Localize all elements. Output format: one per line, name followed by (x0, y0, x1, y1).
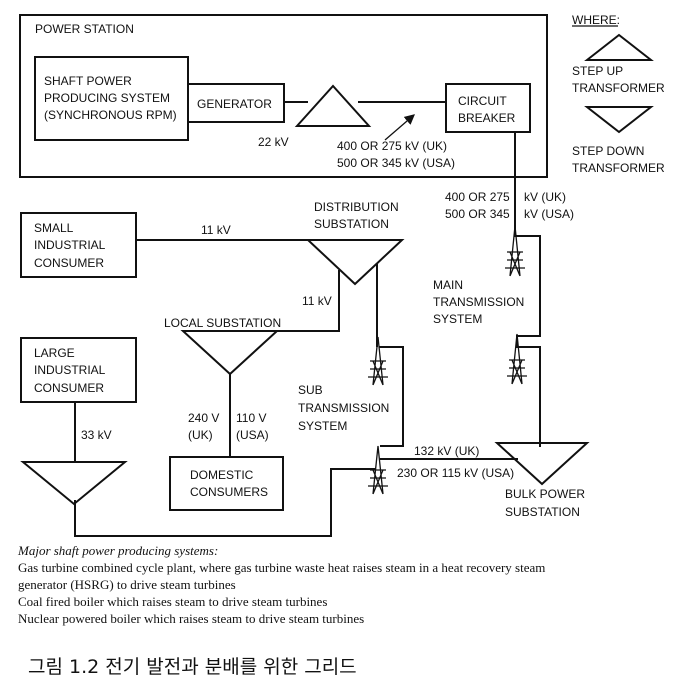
small-consumer-label-2: INDUSTRIAL (34, 238, 106, 252)
bulk-voltage-uk: 132 kV (UK) (414, 444, 479, 458)
notes-line-3: Coal fired boiler which raises steam to … (18, 594, 328, 609)
legend-step-down-label-1: STEP DOWN (572, 144, 644, 158)
subtransmission-to-large-consumer-wire (74, 468, 376, 537)
circuit-breaker-label-1: CIRCUIT (458, 94, 507, 108)
notes-line-4: Nuclear powered boiler which raises stea… (18, 611, 365, 626)
bulk-voltage-usa: 230 OR 115 kV (USA) (397, 466, 514, 480)
legend-step-down-icon (584, 106, 654, 134)
bulk-power-label-2: SUBSTATION (505, 505, 580, 519)
generator-label: GENERATOR (197, 97, 272, 111)
legend-step-down-label-2: TRANSFORMER (572, 161, 665, 175)
domestic-label-1: DOMESTIC (190, 468, 254, 482)
bulk-power-label-1: BULK POWER (505, 487, 585, 501)
large-consumer-label-3: CONSUMER (34, 381, 104, 395)
notes-line-2: generator (HSRG) to drive steam turbines (18, 577, 236, 592)
circuit-breaker-label-2: BREAKER (458, 111, 516, 125)
large-industrial-consumer-box (20, 337, 137, 403)
shaft-power-label-2: PRODUCING SYSTEM (44, 91, 170, 105)
generator-voltage-label: 22 kV (258, 135, 289, 149)
domestic-voltage-uk-region: (UK) (188, 428, 213, 442)
station-voltage-arrow (384, 114, 415, 141)
station-voltage-uk: 400 OR 275 kV (UK) (337, 139, 447, 153)
large-consumer-voltage: 33 kV (81, 428, 112, 442)
station-step-up-transformer (294, 84, 372, 127)
domestic-label-2: CONSUMERS (190, 485, 268, 499)
domestic-voltage-uk-value: 240 V (188, 411, 219, 425)
domestic-consumers-box (169, 456, 284, 511)
small-consumer-label-3: CONSUMER (34, 256, 104, 270)
small-consumer-label-1: SMALL (34, 221, 74, 235)
notes-heading: Major shaft power producing systems: (18, 543, 219, 558)
sub-transmission-label-3: SYSTEM (298, 419, 347, 433)
main-transmission-label-1: MAIN (433, 278, 463, 292)
local-step-down-transformer (180, 330, 280, 376)
local-substation-label: LOCAL SUBSTATION (164, 316, 281, 330)
large-consumer-step-down-transformer (20, 461, 128, 506)
transmission-voltage-usa-unit: kV (USA) (524, 207, 574, 221)
legend-title: WHERE: (572, 13, 620, 27)
small-consumer-voltage: 11 kV (201, 223, 231, 237)
main-transmission-line (514, 132, 541, 447)
legend-step-up-label-1: STEP UP (572, 64, 623, 78)
notes-line-1: Gas turbine combined cycle plant, where … (18, 560, 546, 575)
shaft-power-label-1: SHAFT POWER (44, 74, 132, 88)
sub-transmission-label-2: TRANSMISSION (298, 401, 389, 415)
subtransmission-riser-wire (379, 346, 404, 447)
transmission-voltage-uk-value: 400 OR 275 (445, 190, 510, 204)
pylon-icon-sub-upper (368, 336, 388, 386)
power-station-frame (19, 14, 548, 178)
power-station-title: POWER STATION (35, 22, 134, 36)
sub-transmission-label-1: SUB (298, 383, 323, 397)
domestic-voltage-usa-region: (USA) (236, 428, 269, 442)
transmission-voltage-usa-value: 500 OR 345 (445, 207, 510, 221)
shaft-power-notes: Major shaft power producing systems: Gas… (18, 542, 678, 627)
legend-step-up-icon (584, 33, 654, 61)
pylon-icon-main-upper (505, 225, 525, 277)
domestic-voltage-usa-value: 110 V (236, 411, 266, 425)
distribution-label-1: DISTRIBUTION (314, 200, 399, 214)
shaft-power-label-3: (SYNCHRONOUS RPM) (44, 108, 177, 122)
bulk-power-step-down-transformer (494, 442, 590, 486)
circuit-breaker-box (445, 83, 531, 133)
station-voltage-usa: 500 OR 345 kV (USA) (337, 156, 455, 170)
large-consumer-label-2: INDUSTRIAL (34, 363, 106, 377)
local-feed-voltage: 11 kV (302, 294, 332, 308)
large-consumer-label-1: LARGE (34, 346, 75, 360)
pylon-icon-main-lower (507, 333, 527, 385)
legend-step-up-label-2: TRANSFORMER (572, 81, 665, 95)
distribution-step-down-transformer (305, 239, 405, 286)
small-industrial-consumer-box (20, 212, 137, 278)
main-transmission-label-2: TRANSMISSION (433, 295, 524, 309)
main-transmission-label-3: SYSTEM (433, 312, 482, 326)
distribution-label-2: SUBSTATION (314, 217, 389, 231)
transmission-voltage-uk-unit: kV (UK) (524, 190, 566, 204)
figure-caption: 그림 1.2 전기 발전과 분배를 위한 그리드 (28, 656, 357, 678)
